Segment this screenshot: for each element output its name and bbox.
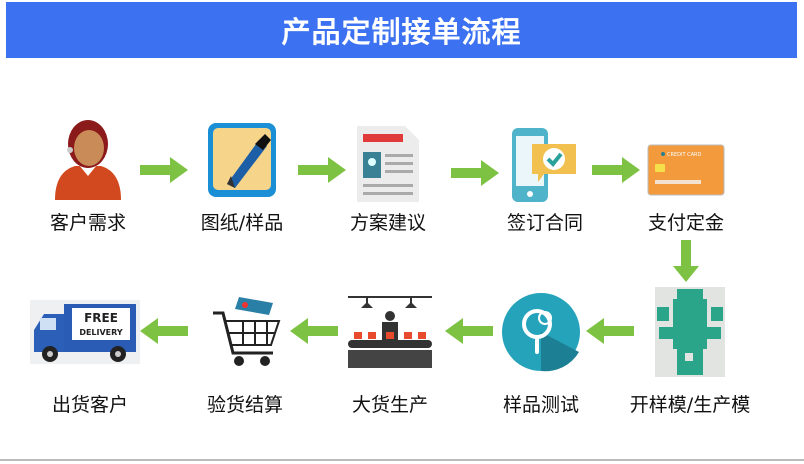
phone-contract-check-icon <box>512 128 576 202</box>
magnifier-test-icon <box>502 293 580 372</box>
credit-card-icon: CREDIT CARD <box>647 144 725 196</box>
step-label: 样品测试 <box>502 394 579 416</box>
step-drawings-samples <box>167 122 317 198</box>
truck-text-delivery: DELIVERY <box>79 328 123 337</box>
step-label: 方案建议 <box>349 212 426 234</box>
truck-text-free: FREE <box>84 311 118 325</box>
step-pay-deposit: CREDIT CARD <box>611 144 761 196</box>
document-proposal-icon <box>357 126 419 202</box>
arrow-left-icon <box>445 318 493 344</box>
title-banner: 产品定制接单流程 <box>6 2 797 58</box>
shopping-cart-icon <box>213 297 281 366</box>
card-text: CREDIT CARD <box>667 152 701 158</box>
step-label: 出货客户 <box>51 394 128 416</box>
customer-service-avatar-icon <box>55 120 121 200</box>
bottom-divider <box>0 459 804 461</box>
step-label: 验货结算 <box>206 394 283 416</box>
arrow-right-icon <box>298 157 346 183</box>
arrow-right-icon <box>140 157 188 183</box>
arrow-left-icon <box>290 318 338 344</box>
delivery-truck-icon: FREE DELIVERY <box>30 300 140 364</box>
step-label: 图纸/样品 <box>200 212 284 234</box>
step-label: 客户需求 <box>49 212 126 234</box>
arrow-down-icon <box>673 240 699 282</box>
production-line-icon <box>348 296 432 368</box>
arrow-right-icon <box>592 157 640 183</box>
mold-machine-icon <box>655 287 725 377</box>
step-label: 大货生产 <box>351 394 428 416</box>
step-label: 开样模/生产模 <box>629 394 751 416</box>
arrow-left-icon <box>586 318 634 344</box>
step-label: 签订合同 <box>506 212 583 234</box>
step-mold-making <box>615 287 765 377</box>
step-mass-production <box>315 294 465 370</box>
step-customer-needs <box>13 118 163 200</box>
step-sample-testing <box>466 292 616 372</box>
step-label: 支付定金 <box>647 212 724 234</box>
arrow-left-icon <box>140 318 188 344</box>
step-inspection-settlement <box>170 293 320 371</box>
step-proposal <box>313 124 463 204</box>
page-title: 产品定制接单流程 <box>281 15 522 49</box>
arrow-right-icon <box>451 160 499 186</box>
step-sign-contract <box>470 126 620 204</box>
step-ship-to-customer: FREE DELIVERY <box>10 300 160 364</box>
drawing-pen-icon <box>208 123 276 197</box>
